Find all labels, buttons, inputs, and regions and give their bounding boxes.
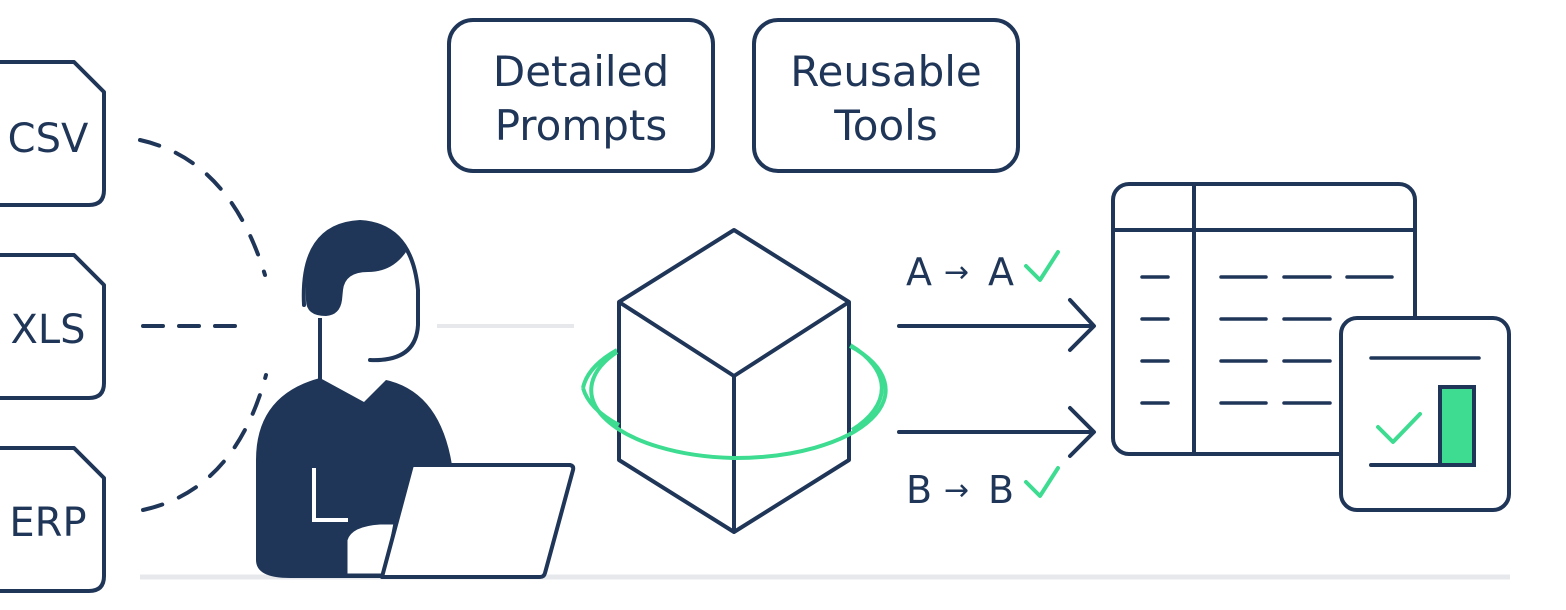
source-label: CSV [8, 116, 89, 162]
person-at-laptop-icon [256, 219, 576, 579]
check-icon [1024, 250, 1060, 282]
box-line-1: Reusable [790, 47, 982, 96]
mapping-arrow: → [944, 255, 969, 290]
source-file-xls: XLS [0, 253, 106, 400]
mapping-from: B [906, 468, 932, 512]
dashed-connector-csv [138, 138, 267, 277]
dashed-connector-erp [141, 373, 268, 512]
file-icon [0, 60, 106, 207]
box-line-2: Prompts [495, 101, 668, 150]
source-file-csv: CSV [0, 60, 106, 207]
cube-with-orbit-icon [581, 228, 888, 534]
mapping-to: B [988, 468, 1014, 512]
bar-chart-bar [1438, 385, 1476, 467]
mapping-arrow: → [944, 473, 969, 508]
file-icon [0, 253, 106, 400]
mapping-from: A [906, 250, 932, 294]
source-label: ERP [9, 500, 86, 546]
check-icon [1376, 412, 1422, 444]
mapping-to: A [988, 250, 1014, 294]
source-label: XLS [10, 307, 85, 353]
file-icon [0, 446, 106, 593]
mapping-b: B → B [906, 466, 1060, 512]
mapping-a: A → A [906, 250, 1060, 294]
detailed-prompts-box: Detailed Prompts [447, 18, 715, 173]
reusable-tools-box: Reusable Tools [752, 18, 1020, 173]
arrow-a [897, 298, 1096, 352]
report-check-chart-icon [1339, 316, 1511, 512]
check-icon [1024, 466, 1060, 498]
source-file-erp: ERP [0, 446, 106, 593]
box-line-1: Detailed [493, 47, 669, 96]
arrow-b [897, 406, 1096, 458]
box-line-2: Tools [833, 101, 937, 150]
